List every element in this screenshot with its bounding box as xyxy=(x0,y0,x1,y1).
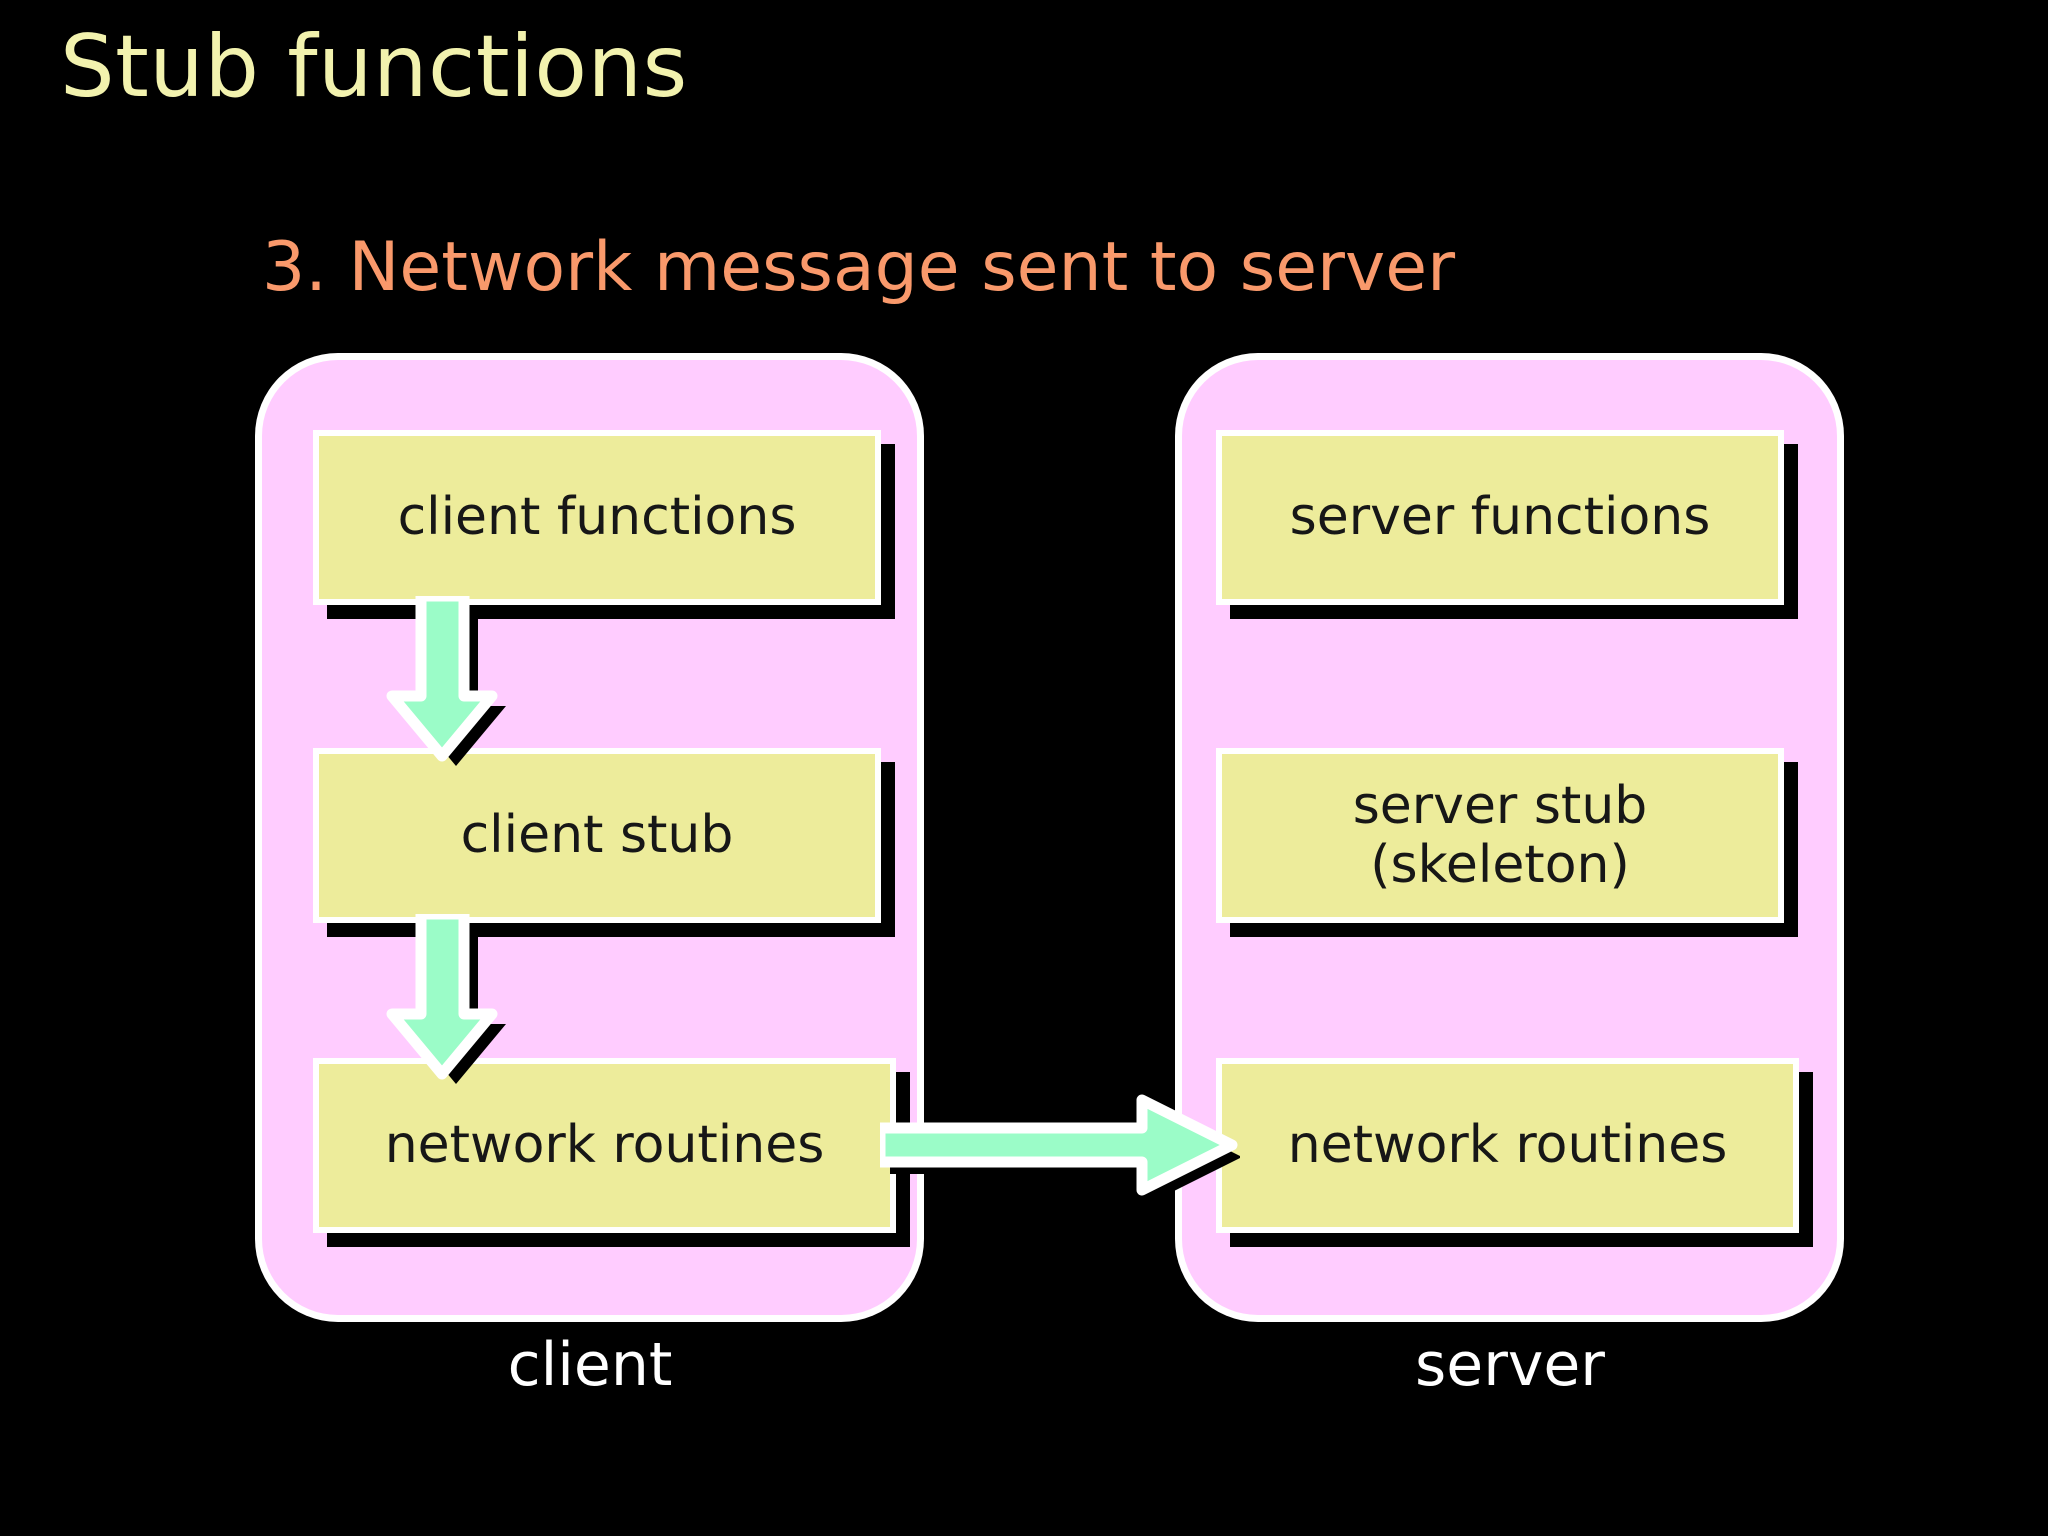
box-server-stub-line1: server stub xyxy=(1352,776,1648,837)
box-server-stub-line2: (skeleton) xyxy=(1370,834,1630,895)
page-title: Stub functions xyxy=(60,17,688,117)
box-client-functions-label: client functions xyxy=(397,487,797,548)
caption-server: server xyxy=(1415,1330,1605,1400)
slide-subtitle: 3. Network message sent to server xyxy=(262,228,1456,307)
caption-client: client xyxy=(507,1330,673,1400)
box-client-functions[interactable]: client functions xyxy=(313,430,881,605)
box-client-network-routines-label: network routines xyxy=(384,1115,825,1176)
box-client-stub[interactable]: client stub xyxy=(313,748,881,923)
box-server-network-routines[interactable]: network routines xyxy=(1216,1058,1799,1233)
arrow-down-client-functions-to-stub xyxy=(386,596,506,766)
box-client-network-routines[interactable]: network routines xyxy=(313,1058,896,1233)
box-server-network-routines-label: network routines xyxy=(1287,1115,1728,1176)
box-server-functions[interactable]: server functions xyxy=(1216,430,1784,605)
arrow-right-client-to-server-network xyxy=(880,1094,1240,1200)
box-client-stub-label: client stub xyxy=(460,805,734,866)
arrow-down-client-stub-to-network-routines xyxy=(386,914,506,1084)
box-server-functions-label: server functions xyxy=(1289,487,1711,548)
box-server-stub-skeleton[interactable]: server stub (skeleton) xyxy=(1216,748,1784,923)
box-server-stub-skeleton-label: server stub (skeleton) xyxy=(1353,777,1648,893)
